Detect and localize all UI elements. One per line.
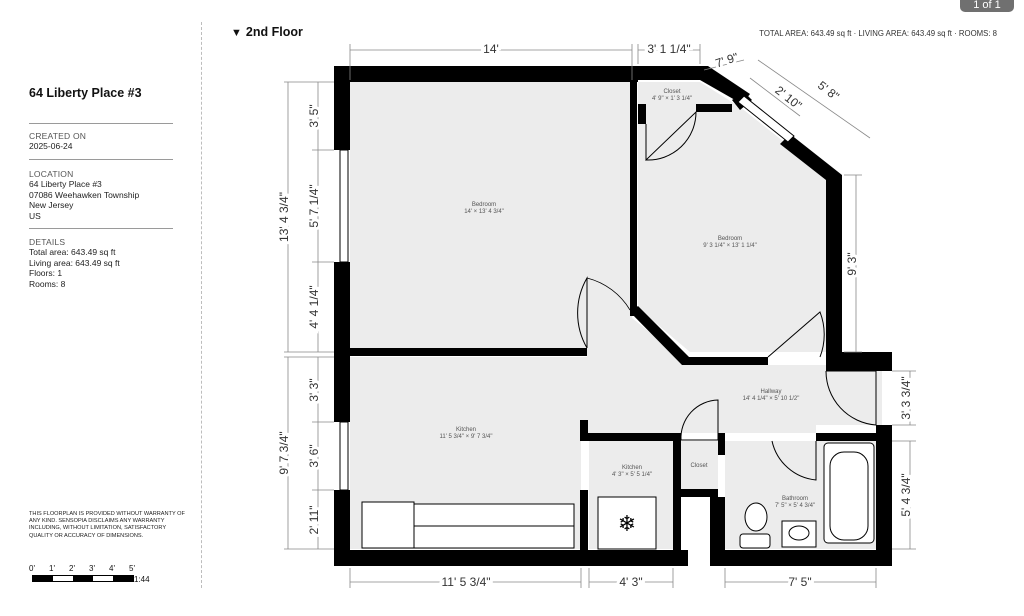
dimension-label: 14'	[483, 42, 499, 56]
created-value: 2025-06-24	[29, 141, 73, 151]
dimension-lines	[284, 44, 916, 588]
scale-labels: 0' 1' 2' 3' 4' 5'	[29, 564, 139, 574]
sidebar-divider	[201, 22, 202, 588]
stove	[597, 496, 657, 550]
dimension-label: 3' 3"	[307, 378, 321, 401]
fridge	[361, 501, 415, 549]
scale-tick-label: 0'	[29, 564, 35, 573]
room-dims: 4' 3" × 5' 5 1/4"	[612, 472, 652, 478]
room-labels: Bedroom 14' × 13' 4 3/4" Closet 4' 9" × …	[440, 89, 816, 509]
dimension-label: 3' 1 1/4"	[647, 42, 690, 56]
dimension-label: 4' 4 1/4"	[307, 285, 321, 328]
divider	[29, 228, 173, 229]
dimension-label: 7' 5"	[788, 575, 811, 589]
fixtures	[361, 442, 875, 550]
room-dims: 7' 5" × 5' 4 3/4"	[775, 503, 815, 509]
scale-tick-label: 4'	[109, 564, 115, 573]
dimension-label: 13' 4 3/4"	[277, 192, 291, 242]
room-name: Bathroom	[782, 496, 808, 502]
scale-tick-label: 3'	[89, 564, 95, 573]
floor-title: 2nd Floor	[245, 25, 303, 39]
dimension-label: 7' 9"	[714, 50, 740, 70]
room-name: Closet	[690, 463, 707, 469]
doors	[577, 110, 877, 481]
detail-line: Floors: 1	[29, 268, 63, 278]
dimension-label: 3' 3 3/4"	[899, 376, 913, 419]
detail-line: Total area: 643.49 sq ft	[29, 247, 116, 257]
room-name: Bedroom	[472, 202, 496, 208]
room-dims: 14' × 13' 4 3/4"	[464, 209, 504, 215]
windows	[339, 95, 795, 491]
floor-toggle[interactable]: ▼2nd Floor	[231, 25, 303, 39]
dimension-label: 5' 8"	[815, 78, 842, 103]
detail-line: Rooms: 8	[29, 278, 66, 289]
snowflake-icon: ❄	[618, 511, 636, 536]
divider	[29, 159, 173, 160]
disclaimer: THIS FLOORPLAN IS PROVIDED WITHOUT WARRA…	[29, 511, 185, 539]
location-line: US	[29, 210, 41, 221]
location-label: LOCATION	[29, 169, 74, 179]
room-dims: 4' 9" × 1' 3 1/4"	[652, 96, 692, 102]
room-name: Kitchen	[456, 427, 476, 433]
room-name: Hallway	[760, 389, 781, 395]
room-dims: 11' 5 3/4" × 9' 7 3/4"	[440, 434, 493, 440]
dimension-label: 3' 6"	[307, 444, 321, 467]
scale-ratio: 1:44	[134, 575, 150, 584]
location-line: New Jersey	[29, 200, 74, 210]
property-address: 64 Liberty Place #3	[29, 86, 142, 100]
room-name: Bedroom	[718, 236, 742, 242]
page-indicator: 1 of 1	[960, 0, 1014, 12]
details-label: DETAILS	[29, 237, 66, 247]
toilet	[744, 502, 768, 532]
counter	[413, 503, 575, 527]
location-block: 64 Liberty Place #3 07086 Weehawken Town…	[29, 179, 139, 221]
room-dims: 14' 4 1/4" × 5' 10 1/2"	[743, 396, 800, 402]
dimension-label: 3' 5"	[307, 104, 321, 127]
dimension-label: 9' 3"	[845, 252, 859, 275]
dimension-label: 11' 5 3/4"	[441, 575, 490, 589]
counter-lower	[413, 525, 575, 549]
location-line: 64 Liberty Place #3	[29, 179, 102, 189]
sidebar: 64 Liberty Place #3 CREATED ON 2025-06-2…	[0, 0, 200, 616]
scale-tick-label: 1'	[49, 564, 55, 573]
detail-line: Living area: 643.49 sq ft	[29, 257, 120, 268]
divider	[29, 123, 173, 124]
collapse-triangle-icon: ▼	[231, 27, 242, 39]
room-name: Closet	[663, 89, 680, 95]
dimension-label: 5' 7 1/4"	[307, 184, 321, 227]
room-name: Kitchen	[622, 465, 642, 471]
room-dims: 9' 3 1/4" × 13' 1 1/4"	[703, 243, 756, 249]
dimension-label: 4' 3"	[619, 575, 642, 589]
room-fills	[350, 82, 882, 549]
scale-tick-label: 2'	[69, 564, 75, 573]
walls	[334, 66, 892, 566]
scale-tick-label: 5'	[129, 564, 135, 573]
dimension-label: 9' 7 3/4"	[277, 431, 291, 474]
dimension-label: 2' 11"	[307, 505, 321, 534]
created-label: CREATED ON	[29, 131, 87, 141]
location-line: 07086 Weehawken Township	[29, 189, 140, 200]
scale-bar	[32, 575, 134, 582]
area-summary: TOTAL AREA: 643.49 sq ft · LIVING AREA: …	[759, 29, 997, 38]
dimension-label: 2' 10"	[772, 83, 804, 112]
dimension-label: 5' 4 3/4"	[899, 473, 913, 516]
details-block: Total area: 643.49 sq ft Living area: 64…	[29, 247, 120, 289]
